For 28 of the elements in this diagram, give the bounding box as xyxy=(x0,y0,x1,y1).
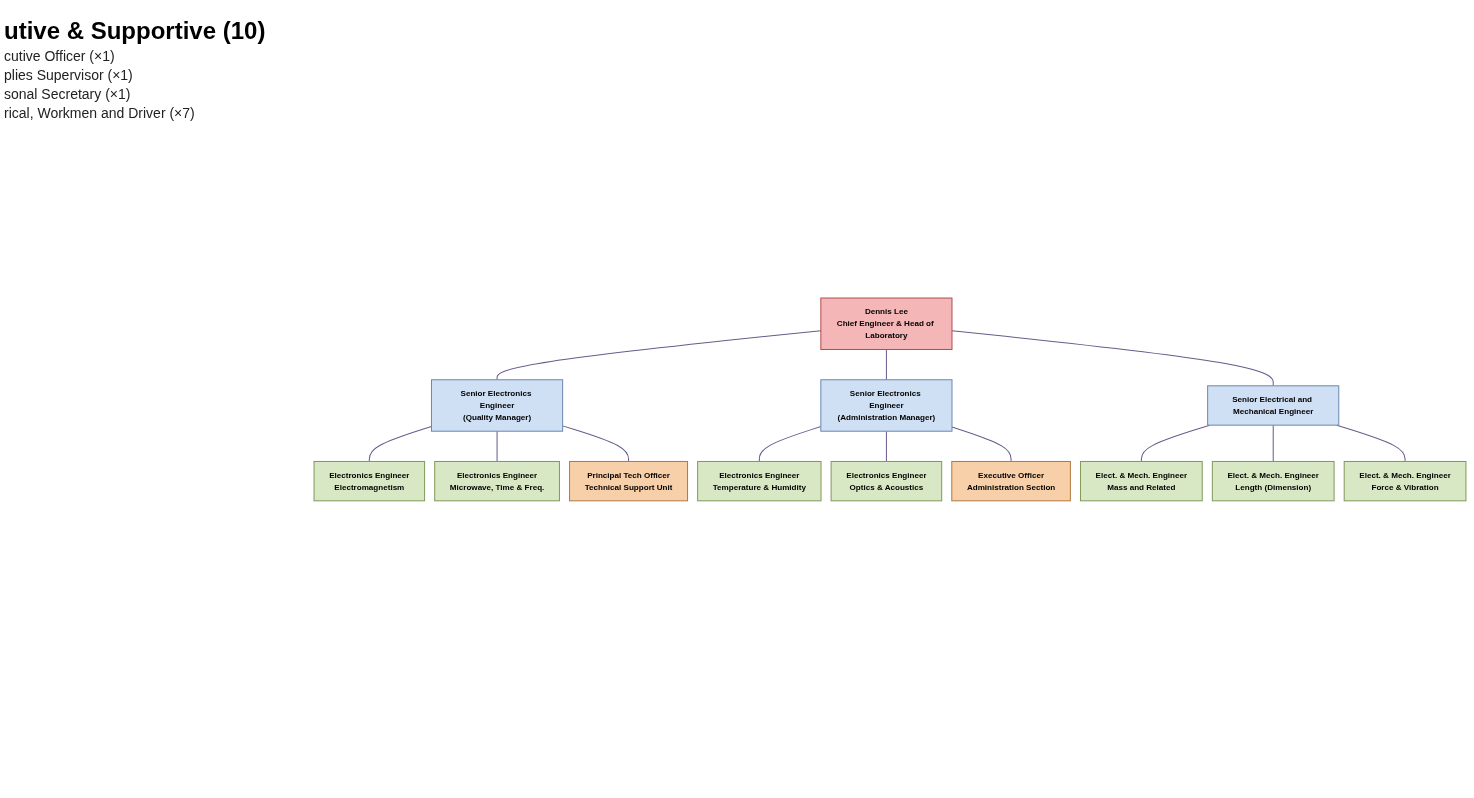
node-box: Senior Electronics Engineer (Quality Manager) xyxy=(431,378,564,432)
node-box: Elect. & Mech. Engineer Length (Dimension) xyxy=(1211,460,1335,501)
node-box: Elect. & Mech. Engineer Force & Vibration xyxy=(1343,460,1467,501)
node-box: Electronics Engineer Temperature & Humidity xyxy=(697,460,822,501)
staff-line: sonal Secretary (×1) xyxy=(4,86,132,102)
node-box: Electronics Engineer Microwave, Time & Freq. xyxy=(434,460,560,501)
node-box: Elect. & Mech. Engineer Mass and Related xyxy=(1079,460,1203,501)
node-box: Senior Electrical and Mechanical Engineer xyxy=(1207,384,1340,426)
node-box: Senior Electronics Engineer (Administration Manager) xyxy=(820,378,953,432)
node-box: Dennis Lee Chief Engineer & Head of Laboratory xyxy=(820,297,953,350)
connector xyxy=(562,424,630,462)
connector xyxy=(368,425,432,462)
node-box: Electronics Engineer Electromagnetism xyxy=(313,460,426,501)
connector xyxy=(1140,424,1211,462)
node-box: Executive Officer Administration Section xyxy=(951,460,1071,501)
connector xyxy=(885,430,887,462)
staff-line: rical, Workmen and Driver (×7) xyxy=(4,105,196,121)
connector xyxy=(496,430,498,462)
connector xyxy=(1336,424,1406,462)
connector xyxy=(885,348,887,380)
connector xyxy=(1272,424,1274,462)
connector xyxy=(951,426,1012,462)
staff-line: cutive Officer (×1) xyxy=(4,48,116,64)
node-box: Electronics Engineer Optics & Acoustics xyxy=(830,460,943,501)
node-box: Principal Tech Officer Technical Support Unit xyxy=(569,460,689,501)
staff-line: plies Supervisor (×1) xyxy=(4,67,134,83)
connector xyxy=(951,329,1274,386)
group-heading: utive & Supportive (10) xyxy=(4,17,267,45)
